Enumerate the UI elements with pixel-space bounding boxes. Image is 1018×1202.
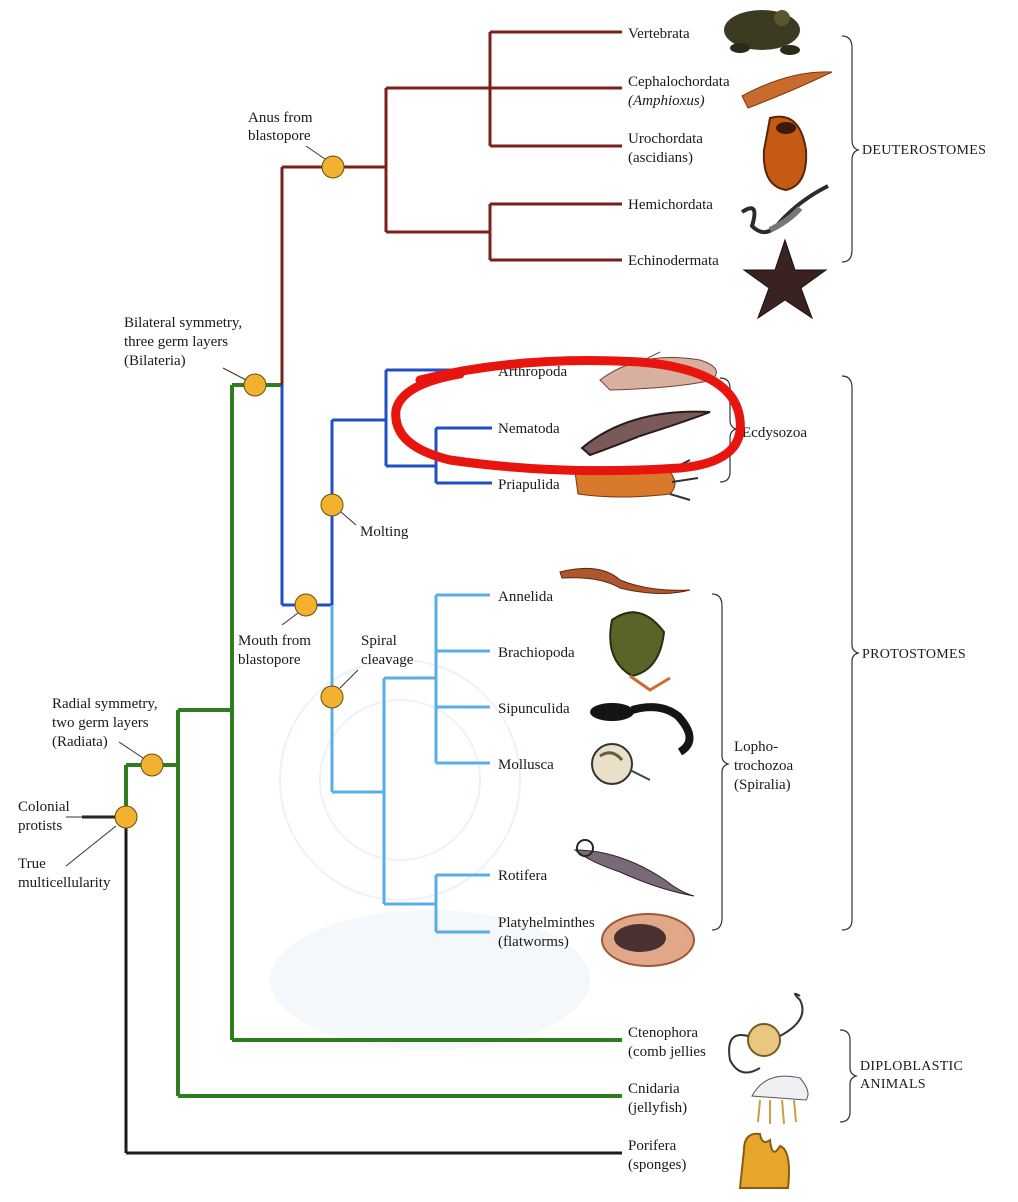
nautilus-icon xyxy=(592,744,650,784)
starfish-icon xyxy=(744,240,826,318)
taxon-urochordata-sub: (ascidians) xyxy=(628,150,693,166)
jellyfish-icon xyxy=(752,1076,808,1124)
node-multicellularity xyxy=(115,806,137,828)
taxon-nematoda: Nematoda xyxy=(498,421,560,437)
taxon-rotifera: Rotifera xyxy=(498,868,547,884)
label-spiral-1: Spiral xyxy=(361,633,397,649)
taxon-cnidaria: Cnidaria xyxy=(628,1081,680,1097)
group-ecdysozoa: Ecdysozoa xyxy=(742,425,807,441)
label-bilateral-2: three germ layers xyxy=(124,334,228,350)
taxon-brachiopoda: Brachiopoda xyxy=(498,645,575,661)
background-wash xyxy=(270,660,590,1050)
label-colonial-1: Colonial xyxy=(18,799,70,815)
node-radiata xyxy=(141,754,163,776)
group-diploblastic-1: DIPLOBLASTIC xyxy=(860,1059,963,1074)
ecdysozoa-branches xyxy=(282,370,492,605)
toad-icon xyxy=(724,10,800,55)
node-bilateria xyxy=(244,374,266,396)
taxon-cnidaria-sub: (jellyfish) xyxy=(628,1100,687,1116)
taxon-porifera: Porifera xyxy=(628,1138,677,1154)
node-spiral-cleavage xyxy=(321,686,343,708)
label-molting: Molting xyxy=(360,524,409,540)
sea-squirt-icon xyxy=(764,117,806,190)
taxon-platyhelminthes-sub: (flatworms) xyxy=(498,934,569,950)
lamp-shell-icon xyxy=(610,612,670,690)
leader-lines xyxy=(66,146,358,866)
taxon-echinodermata: Echinodermata xyxy=(628,253,719,269)
taxon-ctenophora-sub: (comb jellies xyxy=(628,1044,706,1060)
rotifer-icon xyxy=(575,840,694,896)
taxon-hemichordata: Hemichordata xyxy=(628,197,713,213)
group-diploblastic-2: ANIMALS xyxy=(860,1077,926,1092)
character-nodes xyxy=(115,156,344,828)
node-labels: Anus from blastopore Bilateral symmetry,… xyxy=(18,110,414,891)
label-bilateral-1: Bilateral symmetry, xyxy=(124,315,242,331)
taxon-vertebrata: Vertebrata xyxy=(628,26,690,42)
group-deuterostomes: DEUTEROSTOMES xyxy=(862,143,986,158)
acorn-worm-icon xyxy=(742,186,828,232)
deuterostome-branches xyxy=(282,32,622,385)
label-anus-2: blastopore xyxy=(248,128,311,144)
comb-jelly-icon xyxy=(729,994,802,1073)
lancelet-icon xyxy=(742,72,832,108)
label-radial-3: (Radiata) xyxy=(52,734,108,750)
group-brackets xyxy=(712,36,858,1122)
taxon-porifera-sub: (sponges) xyxy=(628,1157,686,1173)
label-true-1: True xyxy=(18,856,46,872)
node-molting xyxy=(321,494,343,516)
label-radial-2: two germ layers xyxy=(52,715,149,731)
label-true-2: multicellularity xyxy=(18,875,111,891)
taxon-platyhelminthes: Platyhelminthes xyxy=(498,915,595,931)
label-colonial-2: protists xyxy=(18,818,62,834)
label-anus-1: Anus from xyxy=(248,110,313,126)
taxon-annelida: Annelida xyxy=(498,589,553,605)
taxon-priapulida: Priapulida xyxy=(498,477,560,493)
group-lopho-2: trochozoa xyxy=(734,758,793,774)
label-bilateral-3: (Bilateria) xyxy=(124,353,186,369)
taxon-ctenophora: Ctenophora xyxy=(628,1025,698,1041)
node-mouth-from-blastopore xyxy=(295,594,317,616)
node-anus-from-blastopore xyxy=(322,156,344,178)
label-spiral-2: cleavage xyxy=(361,652,414,668)
sponge-icon xyxy=(740,1134,789,1188)
taxon-urochordata: Urochordata xyxy=(628,131,703,147)
earthworm-icon xyxy=(560,568,690,593)
taxon-sipunculida: Sipunculida xyxy=(498,701,570,717)
lophotrochozoa-branches xyxy=(332,595,490,932)
label-mouth-2: blastopore xyxy=(238,652,301,668)
group-lopho-1: Lopho- xyxy=(734,739,778,755)
taxon-cephalochordata: Cephalochordata xyxy=(628,74,730,90)
label-mouth-1: Mouth from xyxy=(238,633,311,649)
roundworm-icon xyxy=(582,412,710,455)
group-lopho-3: (Spiralia) xyxy=(734,777,791,793)
taxon-mollusca: Mollusca xyxy=(498,757,554,773)
animal-illustrations xyxy=(560,10,832,1188)
group-protostomes: PROTOSTOMES xyxy=(862,647,966,662)
label-radial-1: Radial symmetry, xyxy=(52,696,158,712)
taxon-cephalochordata-sub: (Amphioxus) xyxy=(628,93,705,109)
flatworm-icon xyxy=(602,914,694,966)
